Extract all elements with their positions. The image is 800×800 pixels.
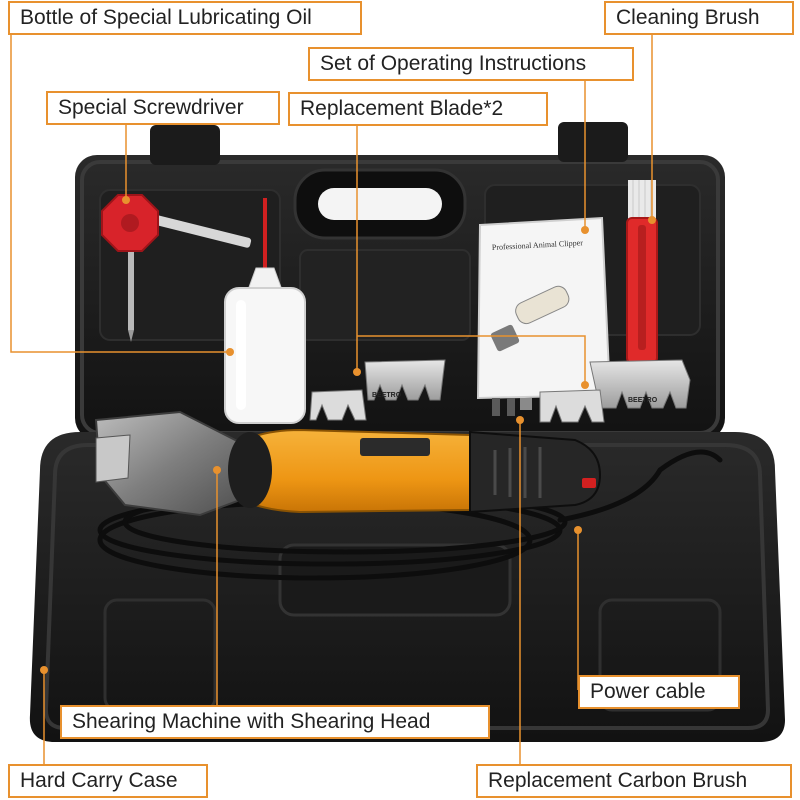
- manual-image-clipper: [515, 285, 570, 325]
- case-hinge-right: [558, 122, 628, 162]
- replacement-blades: BEETRO BEETRO: [309, 359, 691, 423]
- case-base-rim: [43, 443, 771, 730]
- comb-blade-right: [589, 359, 691, 409]
- callout-leaders: [10, 34, 653, 764]
- leader-dot: [122, 196, 130, 204]
- leader-dot: [213, 466, 221, 474]
- leader-dot: [353, 368, 361, 376]
- manual-image-head: [490, 324, 520, 352]
- callout-carbon-brush: Replacement Carbon Brush: [476, 764, 792, 798]
- shearing-machine: [94, 410, 602, 517]
- case-hinge-left: [150, 125, 220, 165]
- case-handle-grip: [318, 188, 442, 220]
- oil-bottle-nozzle: [263, 198, 267, 268]
- leader-dot: [574, 526, 582, 534]
- carbon-brushes: [492, 398, 532, 416]
- callout-cleaning-brush: Cleaning Brush: [604, 1, 794, 35]
- comb-blade-left: [364, 359, 446, 401]
- brush-handle-groove: [638, 225, 646, 350]
- carbon-brush: [492, 398, 500, 416]
- cutter-blade-right: [539, 389, 605, 423]
- screwdriver-tip: [128, 330, 134, 342]
- instruction-manual: Professional Animal Clipper: [476, 216, 612, 400]
- case-base-foot: [598, 598, 722, 712]
- machine-label-plate: [360, 438, 430, 456]
- callout-operating-instructions: Set of Operating Instructions: [308, 47, 634, 81]
- cleaning-brush: [626, 180, 658, 364]
- machine-switch: [582, 478, 596, 488]
- oil-bottle-shine: [236, 300, 246, 410]
- machine-rear: [469, 430, 602, 514]
- screwdriver-shaft: [128, 225, 134, 330]
- leader-oil: [10, 34, 230, 353]
- carbon-brush-cap: [520, 398, 532, 410]
- callout-carry-case: Hard Carry Case: [8, 764, 208, 798]
- leader-dot: [648, 216, 656, 224]
- cable-tail: [557, 449, 723, 523]
- oil-bottle: [224, 198, 306, 424]
- leader-blade-2: [357, 335, 586, 385]
- case-lid-compartment: [299, 249, 471, 341]
- cutter-blade-left: [309, 389, 367, 421]
- leader-dot: [40, 666, 48, 674]
- machine-grip-front: [228, 432, 272, 508]
- callout-screwdriver: Special Screwdriver: [46, 91, 280, 125]
- callout-shearing-machine: Shearing Machine with Shearing Head: [60, 705, 490, 739]
- leader-dot: [581, 226, 589, 234]
- screwdriver: [101, 194, 252, 342]
- callout-power-cable: Power cable: [578, 675, 740, 709]
- leader-dot: [581, 381, 589, 389]
- screwdriver-handle-center: [121, 214, 139, 232]
- carbon-brush: [507, 398, 515, 416]
- leader-dot: [226, 348, 234, 356]
- callout-replacement-blade: Replacement Blade*2: [288, 92, 548, 126]
- callout-dots: [40, 196, 656, 674]
- leader-dot: [516, 416, 524, 424]
- screwdriver-blade: [143, 212, 252, 248]
- shearing-head-comb: [95, 434, 131, 483]
- blade-brand-left: BEETRO: [372, 392, 402, 399]
- callout-lubricating-oil: Bottle of Special Lubricating Oil: [8, 1, 362, 35]
- blade-brand-right: BEETRO: [628, 397, 658, 404]
